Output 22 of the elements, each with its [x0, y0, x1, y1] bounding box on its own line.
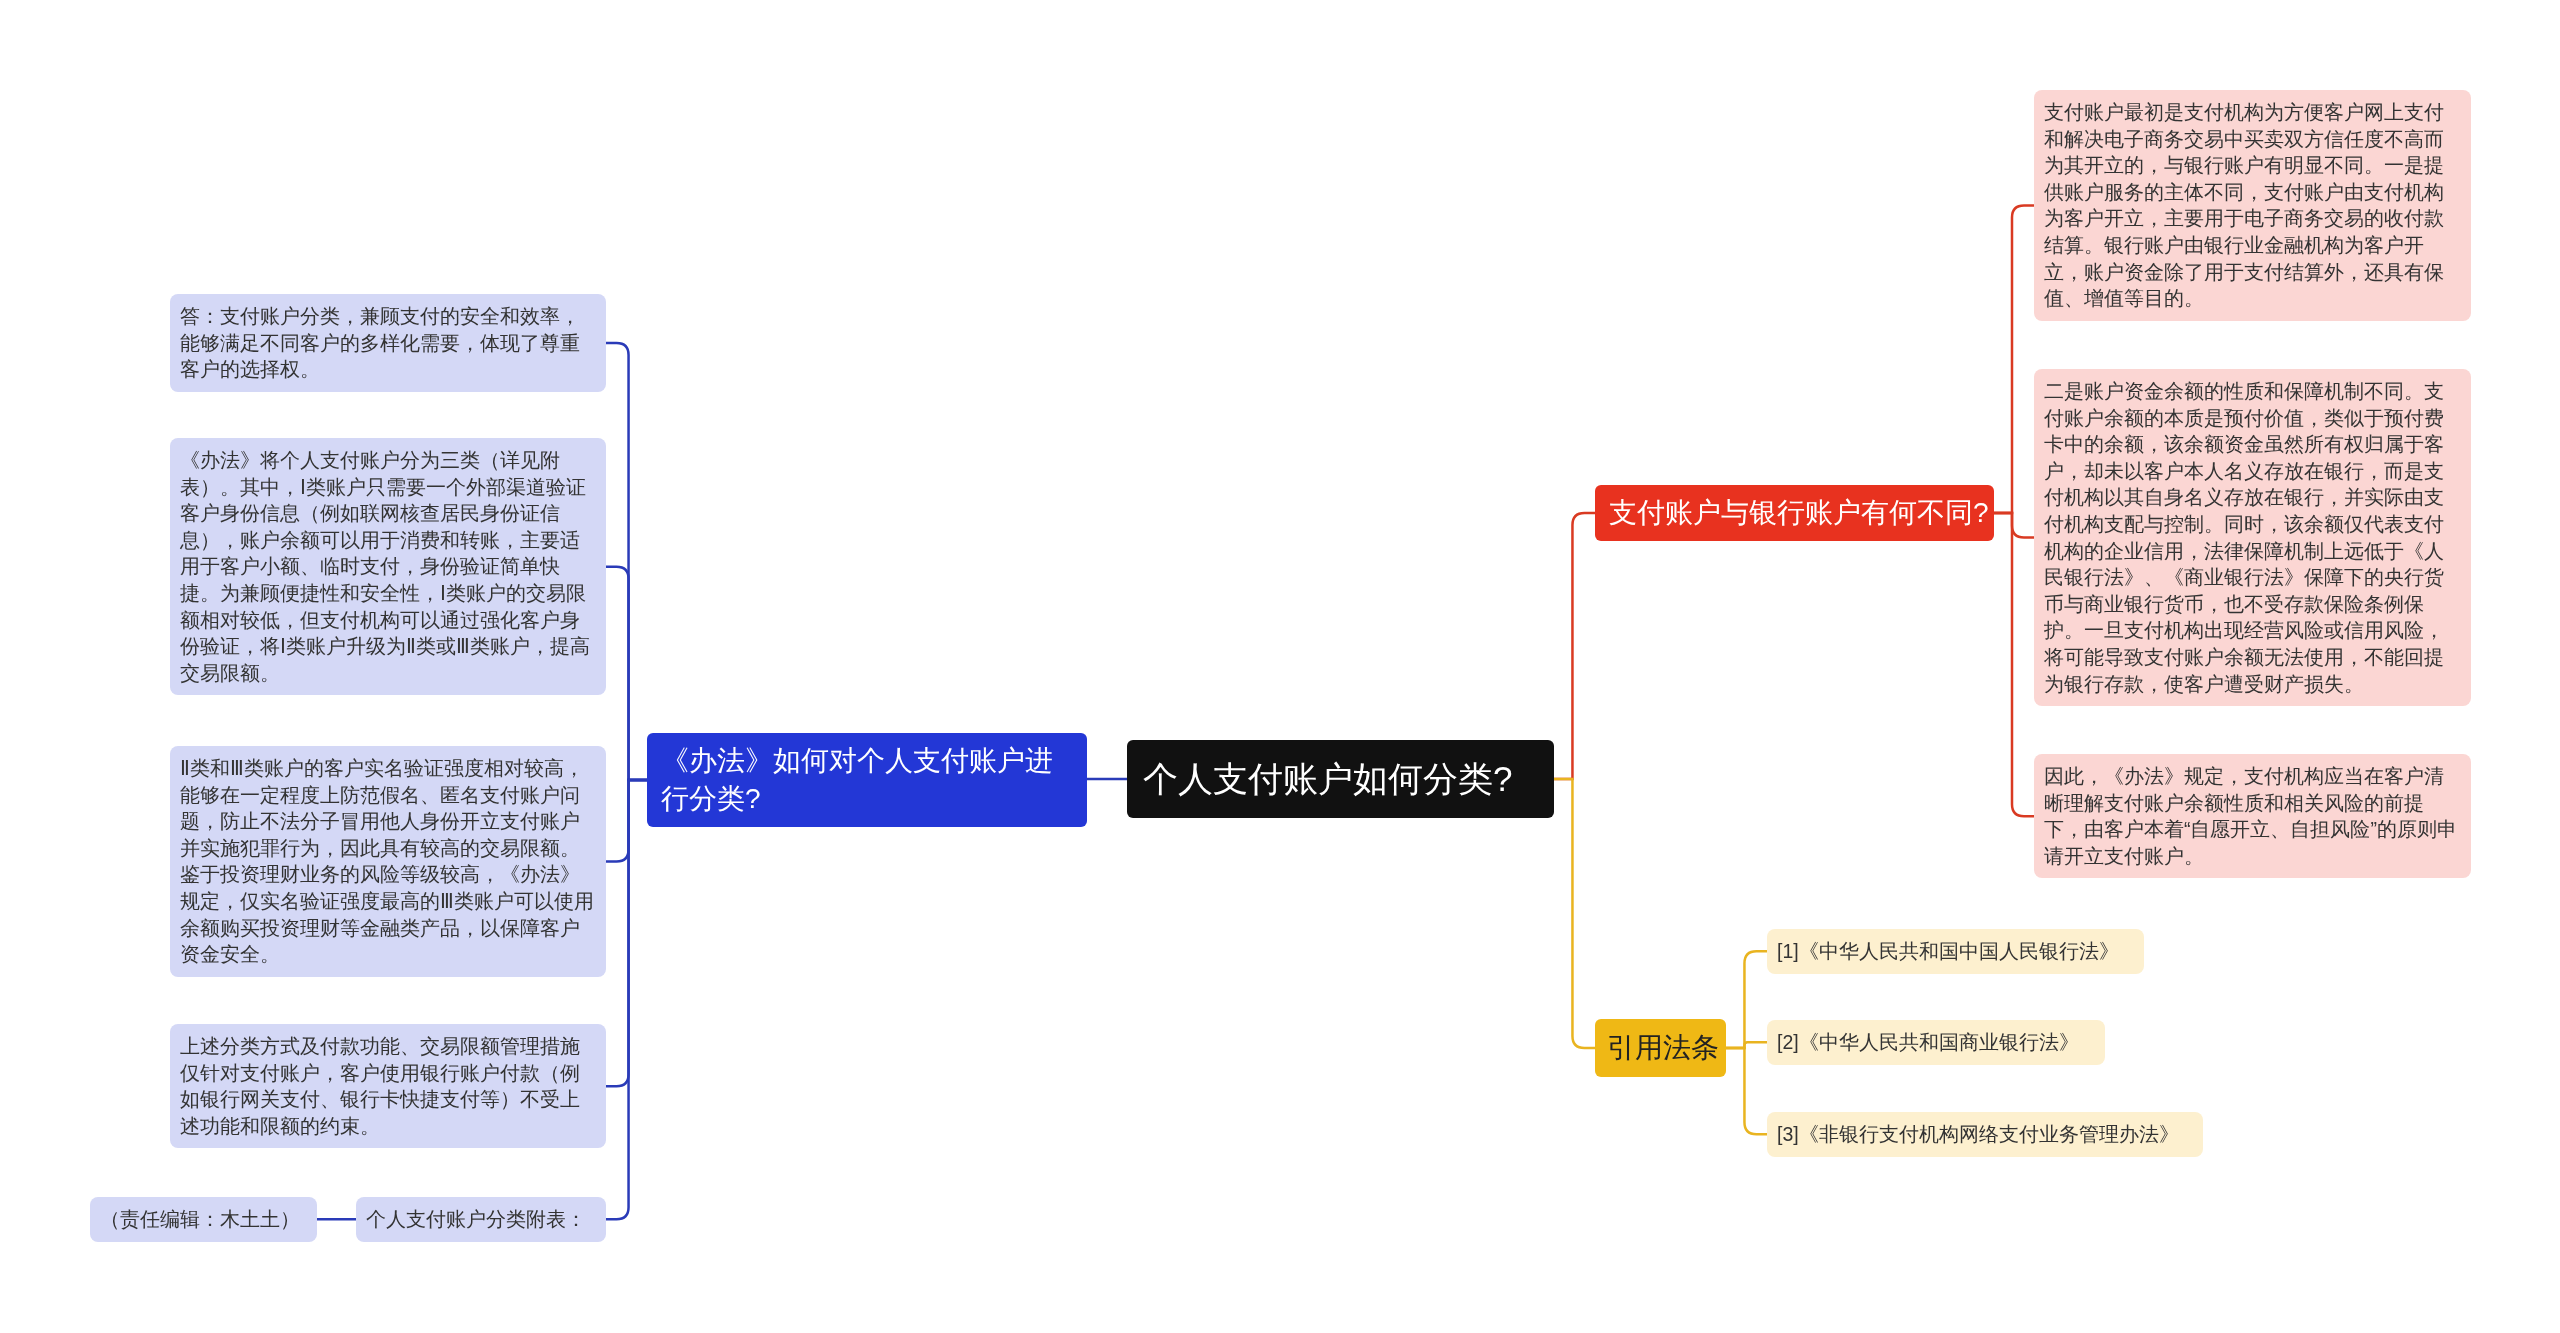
connector-line [606, 778, 647, 1221]
leaf-topic: 支付账户最初是支付机构为方便客户网上支付和解决电子商务交易中买卖双方信任度不高而为其开立的，与银行账户有明显不同。一是提供账户服务的主体不同，支付账户由支付机构为客户开立，主要用于电子商务交易的收付款结算。银行账户由银行业金融机构为客户开立，账户资金除了用于支付结算外，还具有保值、增值等目的。 [2034, 90, 2471, 321]
connector-line [1554, 777, 1595, 1050]
leaf-topic: 上述分类方式及付款功能、交易限额管理措施仅针对支付账户，客户使用银行账户付款（例如银行网关支付、银行卡快捷支付等）不受上述功能和限额的约束。 [170, 1024, 606, 1149]
connector-line [1994, 511, 2034, 818]
leaf-topic: 个人支付账户分类附表： [356, 1197, 606, 1242]
leaf-topic: Ⅱ类和Ⅲ类账户的客户实名验证强度相对较高，能够在一定程度上防范假名、匿名支付账户问题，防止不法分子冒用他人身份开立支付账户并实施犯罪行为，因此具有较高的交易限额。鉴于投资理财业务的风险等级较高，《办法》规定，仅实名验证强度最高的Ⅲ类账户可以使用余额购买投资理财等金融类产品，以保障客户资金安全。 [170, 746, 606, 977]
leaf-topic: 因此，《办法》规定，支付机构应当在客户清晰理解支付账户余额性质和相关风险的前提下，由客户本着“自愿开立、自担风险”的原则申请开立支付账户。 [2034, 754, 2471, 879]
branch-topic: 《办法》如何对个人支付账户进行分类? [647, 733, 1087, 827]
central-topic: 个人支付账户如何分类? [1127, 740, 1554, 818]
connector-line [1087, 777, 1127, 781]
leaf-topic: [2]《中华人民共和国商业银行法》 [1767, 1020, 2105, 1065]
leaf-topic: [1]《中华人民共和国中国人民银行法》 [1767, 929, 2144, 974]
leaf-topic: 二是账户资金余额的性质和保障机制不同。支付账户余额的本质是预付价值，类似于预付费卡中的余额，该余额资金虽然所有权归属于客户，却未以客户本人名义存放在银行，而是支付机构以其自身名义存放在银行，并实际由支付机构支配与控制。同时，该余额仅代表支付机构的企业信用，法律保障机制上远低于《人民银行法》、《商业银行法》保障下的央行货币与商业银行货币，也不受存款保险条例保护。一旦支付机构出现经营风险或信用风险，将可能导致支付账户余额无法使用，不能回提为银行存款，使客户遭受财产损失。 [2034, 369, 2471, 707]
leaf-topic: （责任编辑：木土土） [90, 1197, 317, 1242]
leaf-topic: 答：支付账户分类，兼顾支付的安全和效率，能够满足不同客户的多样化需要，体现了尊重客户的选择权。 [170, 294, 606, 392]
connector-line [317, 1218, 356, 1221]
branch-topic: 引用法条 [1595, 1019, 1726, 1077]
leaf-topic: [3]《非银行支付机构网络支付业务管理办法》 [1767, 1112, 2203, 1157]
branch-topic: 支付账户与银行账户有何不同? [1595, 485, 1994, 541]
connector-line [1726, 1046, 1767, 1136]
leaf-topic: 《办法》将个人支付账户分为三类（详见附表）。其中，Ⅰ类账户只需要一个外部渠道验证客户身份信息（例如联网核查居民身份证信息），账户余额可以用于消费和转账，主要适用于客户小额、临时支付，身份验证简单快捷。为兼顾便捷性和安全性，Ⅰ类账户的交易限额相对较低，但支付机构可以通过强化客户身份验证，将Ⅰ类账户升级为Ⅱ类或Ⅲ类账户，提高交易限额。 [170, 438, 606, 696]
